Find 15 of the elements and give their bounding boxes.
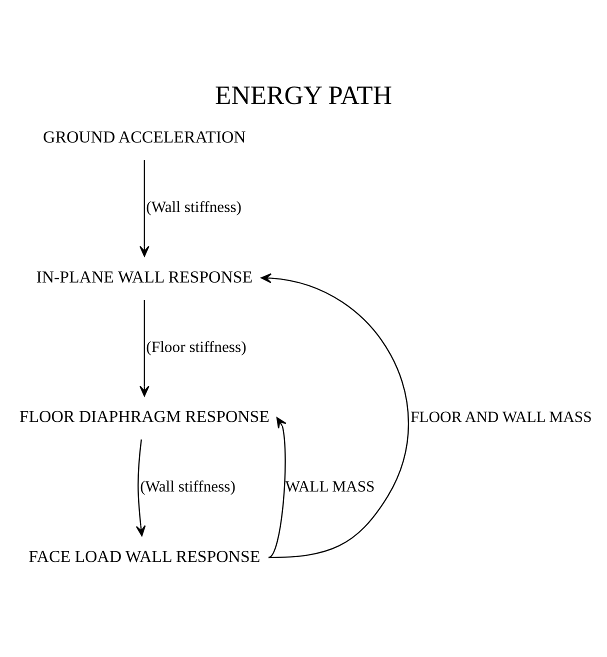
arrow: [260, 273, 409, 558]
diagram-title: ENERGY PATH: [215, 80, 392, 110]
edge-label: WALL MASS: [285, 478, 375, 496]
node-text: FLOOR DIAPHRAGM RESPONSE: [19, 407, 270, 426]
arrow: [268, 417, 286, 558]
edge-label: (Wall stiffness): [146, 199, 242, 216]
arrow: [139, 160, 150, 257]
arrow: [136, 439, 146, 536]
edge-label: (Floor stiffness): [146, 338, 246, 356]
edge-label: FLOOR AND WALL MASS: [410, 408, 592, 426]
arrow: [139, 300, 150, 396]
node-text: FACE LOAD WALL RESPONSE: [28, 546, 260, 566]
node-text: GROUND ACCELERATION: [43, 128, 246, 147]
edge-label: (Wall stiffness): [140, 478, 236, 496]
node-text: IN-PLANE WALL RESPONSE: [36, 267, 253, 286]
